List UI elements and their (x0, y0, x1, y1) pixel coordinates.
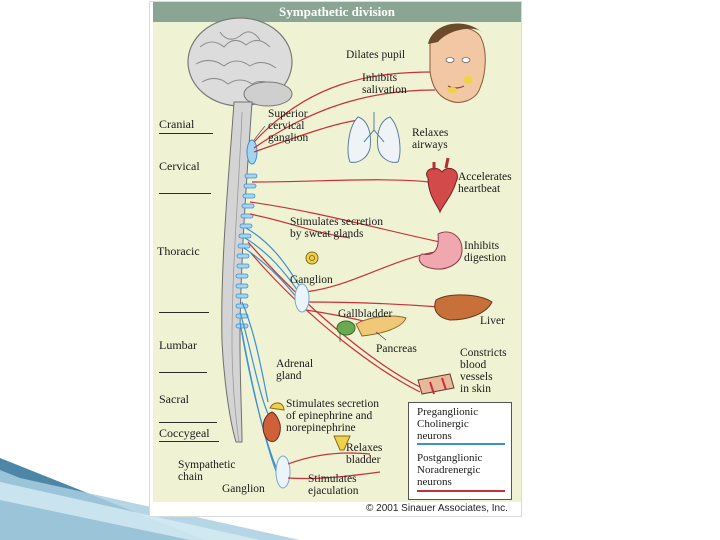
heart-illustration (426, 157, 458, 214)
legend-post-line2: Noradrenergic (417, 464, 481, 476)
label-inhibits-salivation: Inhibits salivation (362, 72, 407, 96)
leader-lines (253, 125, 387, 342)
title-bar: Sympathetic division (153, 2, 521, 22)
label-pancreas: Pancreas (376, 343, 417, 355)
region-divider (159, 422, 217, 423)
ribbon-light (0, 470, 300, 540)
region-cervical: Cervical (159, 159, 200, 173)
brain (187, 17, 293, 107)
gallbladder-illustration (336, 320, 356, 336)
ganglion-lower-shape (275, 455, 291, 489)
legend-post-swatch (417, 490, 505, 492)
region-divider (159, 372, 207, 373)
label-liver: Liver (480, 315, 505, 327)
label-gallbladder: Gallbladder (338, 308, 393, 320)
label-adrenal-gland: Adrenal gland (276, 358, 314, 382)
region-coccygeal: Coccygeal (159, 426, 210, 440)
label-accelerates-heartbeat: Accelerates heartbeat (458, 171, 512, 195)
label-stimulates-sweat: Stimulates secretion by sweat glands (290, 216, 383, 240)
superior-cervical-ganglion-shape (246, 139, 258, 165)
region-divider (159, 133, 213, 134)
region-lumbar: Lumbar (159, 338, 197, 352)
label-constricts-vessels: Constricts blood vessels in skin (460, 347, 507, 395)
stomach-illustration (418, 231, 463, 270)
region-thoracic: Thoracic (157, 244, 200, 258)
preganglionic-fibers (239, 227, 301, 483)
label-dilates-pupil: Dilates pupil (346, 49, 406, 61)
region-divider (159, 441, 219, 442)
copyright-notice: © 2001 Sinauer Associates, Inc. (366, 503, 508, 514)
region-sacral: Sacral (159, 392, 189, 406)
legend-pre-line2: Cholinergic (417, 418, 469, 430)
region-cranial: Cranial (159, 117, 195, 131)
pancreas-illustration (355, 315, 407, 337)
diagram-drawing (187, 17, 493, 489)
legend-pre-line1: Preganglionic (417, 406, 479, 418)
sympathetic-chain-ganglia (235, 173, 258, 329)
region-divider (159, 312, 209, 313)
bladder-illustration (333, 435, 351, 451)
legend-pre-swatch (417, 443, 505, 445)
legend-post-line1: Postganglionic (417, 452, 483, 464)
label-stimulates-ejaculation: Stimulates ejaculation (308, 473, 359, 497)
label-sympathetic-chain: Sympathetic chain (178, 459, 236, 483)
face-illustration (428, 23, 486, 103)
skin-vessels-illustration (417, 373, 455, 395)
postganglionic-fibers (247, 71, 441, 393)
figure-title: Sympathetic division (279, 4, 395, 19)
legend: Preganglionic Cholinergic neurons Postga… (408, 402, 512, 500)
label-superior-cervical-ganglion: Superior cervical ganglion (268, 108, 309, 144)
label-ganglion-upper: Ganglion (290, 274, 333, 286)
sweat-gland-illustration (305, 251, 319, 265)
kidney-adrenal-illustration (262, 402, 285, 442)
label-stimulates-epinephrine: Stimulates secretion of epinephrine and … (286, 398, 379, 434)
label-relaxes-airways: Relaxes airways (412, 127, 449, 151)
ribbon-highlight (0, 482, 260, 540)
ganglion-upper-shape (294, 283, 310, 313)
legend-post-line3: neurons (417, 476, 452, 488)
label-inhibits-digestion: Inhibits digestion (464, 240, 507, 264)
label-ganglion-lower: Ganglion (222, 483, 265, 495)
liver-illustration (434, 294, 493, 321)
sympathetic-division-figure: Sympathetic division (150, 2, 521, 516)
label-relaxes-bladder: Relaxes bladder (346, 442, 383, 466)
legend-pre-line3: neurons (417, 430, 452, 442)
region-divider (159, 193, 211, 194)
lungs-illustration (347, 112, 401, 163)
